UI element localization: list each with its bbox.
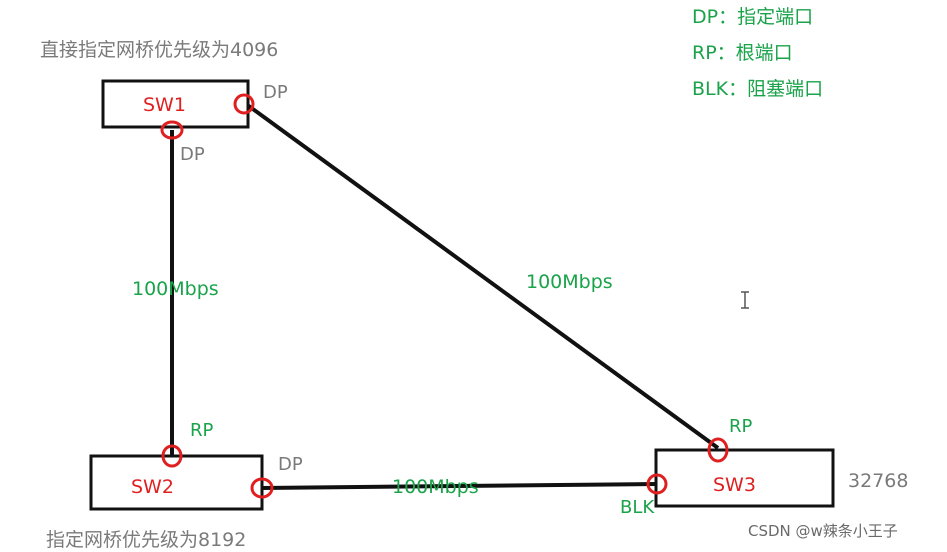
port-ring-sw1-bottom: [160, 120, 184, 140]
port-ring-sw2-top: [161, 444, 183, 468]
legend-blk: BLK：阻塞端口: [692, 78, 824, 100]
port-label-sw3-top: RP: [729, 416, 753, 437]
note-sw1-priority: 直接指定网桥优先级为4096: [40, 39, 279, 61]
switch-box-sw3: [654, 448, 835, 508]
link-label-sw1-sw3: 100Mbps: [526, 271, 613, 293]
port-label-sw1-bottom: DP: [180, 144, 205, 165]
switch-label-sw1: SW1: [143, 94, 186, 116]
port-label-sw2-right: DP: [278, 454, 303, 475]
note-sw2-priority: 指定网桥优先级为8192: [46, 529, 247, 551]
port-label-sw1-right: DP: [263, 82, 288, 103]
legend-rp: RP：根端口: [692, 42, 793, 64]
switch-label-sw2: SW2: [131, 476, 174, 498]
text-cursor-icon: [741, 291, 749, 309]
legend-dp: DP：指定端口: [692, 6, 814, 28]
link-sw1-sw3: [244, 102, 720, 450]
link-label-sw2-sw3: 100Mbps: [392, 476, 479, 498]
link-sw2-sw3: [261, 482, 657, 490]
port-ring-sw3-left: [646, 473, 668, 495]
switch-box-sw1: [101, 79, 250, 129]
link-label-sw1-sw2: 100Mbps: [132, 278, 219, 300]
port-label-sw2-top: RP: [190, 420, 214, 441]
port-ring-sw1-right: [233, 93, 255, 115]
switch-label-sw3: SW3: [713, 474, 756, 496]
port-ring-sw3-top: [707, 437, 729, 463]
port-label-sw3-left: BLK: [620, 497, 655, 518]
port-ring-sw2-right: [250, 477, 274, 499]
note-sw3-priority: 32768: [848, 470, 909, 492]
watermark: CSDN @w辣条小王子: [748, 522, 898, 540]
